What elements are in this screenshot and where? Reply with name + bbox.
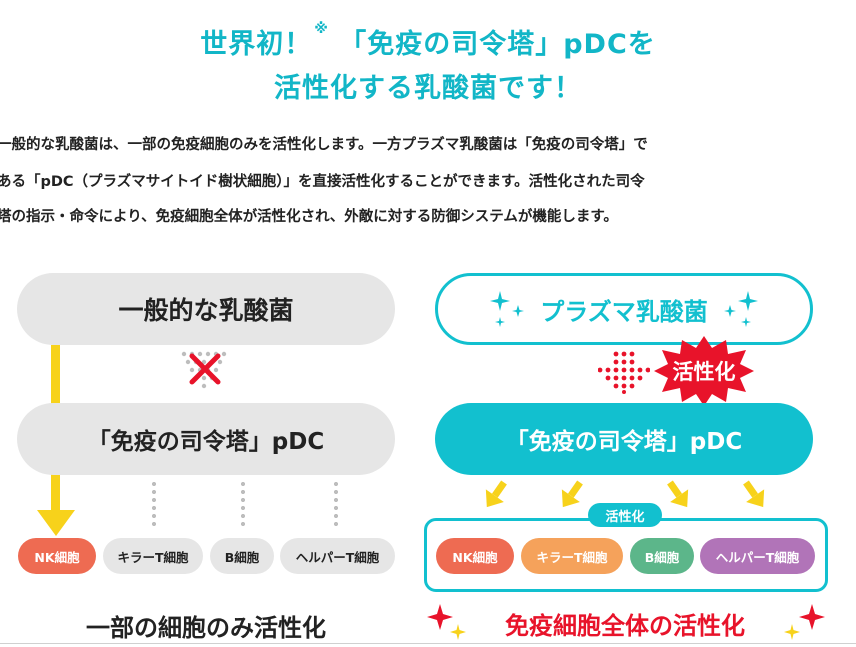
right-caption: 免疫細胞全体の活性化 (505, 612, 745, 640)
sparkle-icon (723, 291, 758, 327)
left-dotted-connector-1 (152, 480, 156, 528)
left-caption: 一部の細胞のみ活性化 (86, 614, 326, 642)
right-plasma-lactobacillus-pill: プラズマ乳酸菌 (435, 273, 813, 345)
left-pdc-label: 「免疫の司令塔」pDC (87, 429, 325, 455)
yellow-arrow-icon (743, 480, 765, 508)
right-top-label: プラズマ乳酸菌 (540, 297, 708, 326)
yellow-arrow-head-icon (37, 510, 75, 536)
left-dotted-connector-2 (241, 480, 245, 528)
activation-badge-label: 活性化 (672, 360, 736, 384)
headline-line1-rest: 「免疫の司令塔」pDCを (328, 29, 656, 60)
left-chip-b: B細胞 (210, 538, 274, 574)
right-pdc-pill: 「免疫の司令塔」pDC (435, 403, 813, 475)
sparkle-icon (490, 291, 525, 327)
red-sparkle-icon (784, 604, 825, 640)
red-sparkle-icon (427, 604, 466, 640)
left-dotted-connector-3 (334, 480, 338, 528)
headline-line2: 活性化する乳酸菌です！ (274, 73, 582, 104)
headline-line1-text: 世界初！ (200, 29, 313, 60)
bottom-divider (0, 643, 856, 644)
activation-badge: 活性化 (654, 336, 754, 406)
left-chip-nk: NK細胞 (18, 538, 96, 574)
headline-line1: 世界初！※ 「免疫の司令塔」pDCを (0, 21, 856, 61)
right-chip-helper-t: ヘルパーT細胞 (700, 538, 815, 574)
blocked-dotted-arrow-icon (181, 351, 227, 389)
yellow-arrow-icon (561, 480, 583, 508)
headline-note-mark: ※ (314, 21, 329, 37)
yellow-arrow-icon (485, 480, 507, 508)
paragraph-line2: ある「pDC（プラズマサイトイド樹状細胞）」を直接活性化することができます。活性… (0, 174, 645, 190)
left-chip-killer-t: キラーT細胞 (103, 538, 203, 574)
paragraph-line3: 塔の指示・命令により、免疫細胞全体が活性化され、外敵に対する防御システムが機能し… (0, 209, 618, 225)
left-general-lactobacillus-pill: 一般的な乳酸菌 (17, 273, 395, 345)
yellow-diagonal-arrows (485, 480, 765, 508)
right-chip-killer-t: キラーT細胞 (521, 538, 623, 574)
right-pdc-label: 「免疫の司令塔」pDC (505, 429, 743, 455)
right-chip-b: B細胞 (630, 538, 694, 574)
starburst-icon (654, 336, 754, 406)
group-activation-label: 活性化 (588, 503, 662, 527)
left-top-label: 一般的な乳酸菌 (118, 296, 294, 325)
paragraph-line1: 一般的な乳酸菌は、一部の免疫細胞のみを活性化します。一方プラズマ乳酸菌は「免疫の… (0, 137, 648, 153)
left-chip-helper-t: ヘルパーT細胞 (280, 538, 395, 574)
red-dotted-arrow-icon (598, 351, 650, 394)
right-chip-nk: NK細胞 (436, 538, 514, 574)
yellow-arrow-icon (667, 480, 689, 508)
left-pdc-pill: 「免疫の司令塔」pDC (17, 403, 395, 475)
